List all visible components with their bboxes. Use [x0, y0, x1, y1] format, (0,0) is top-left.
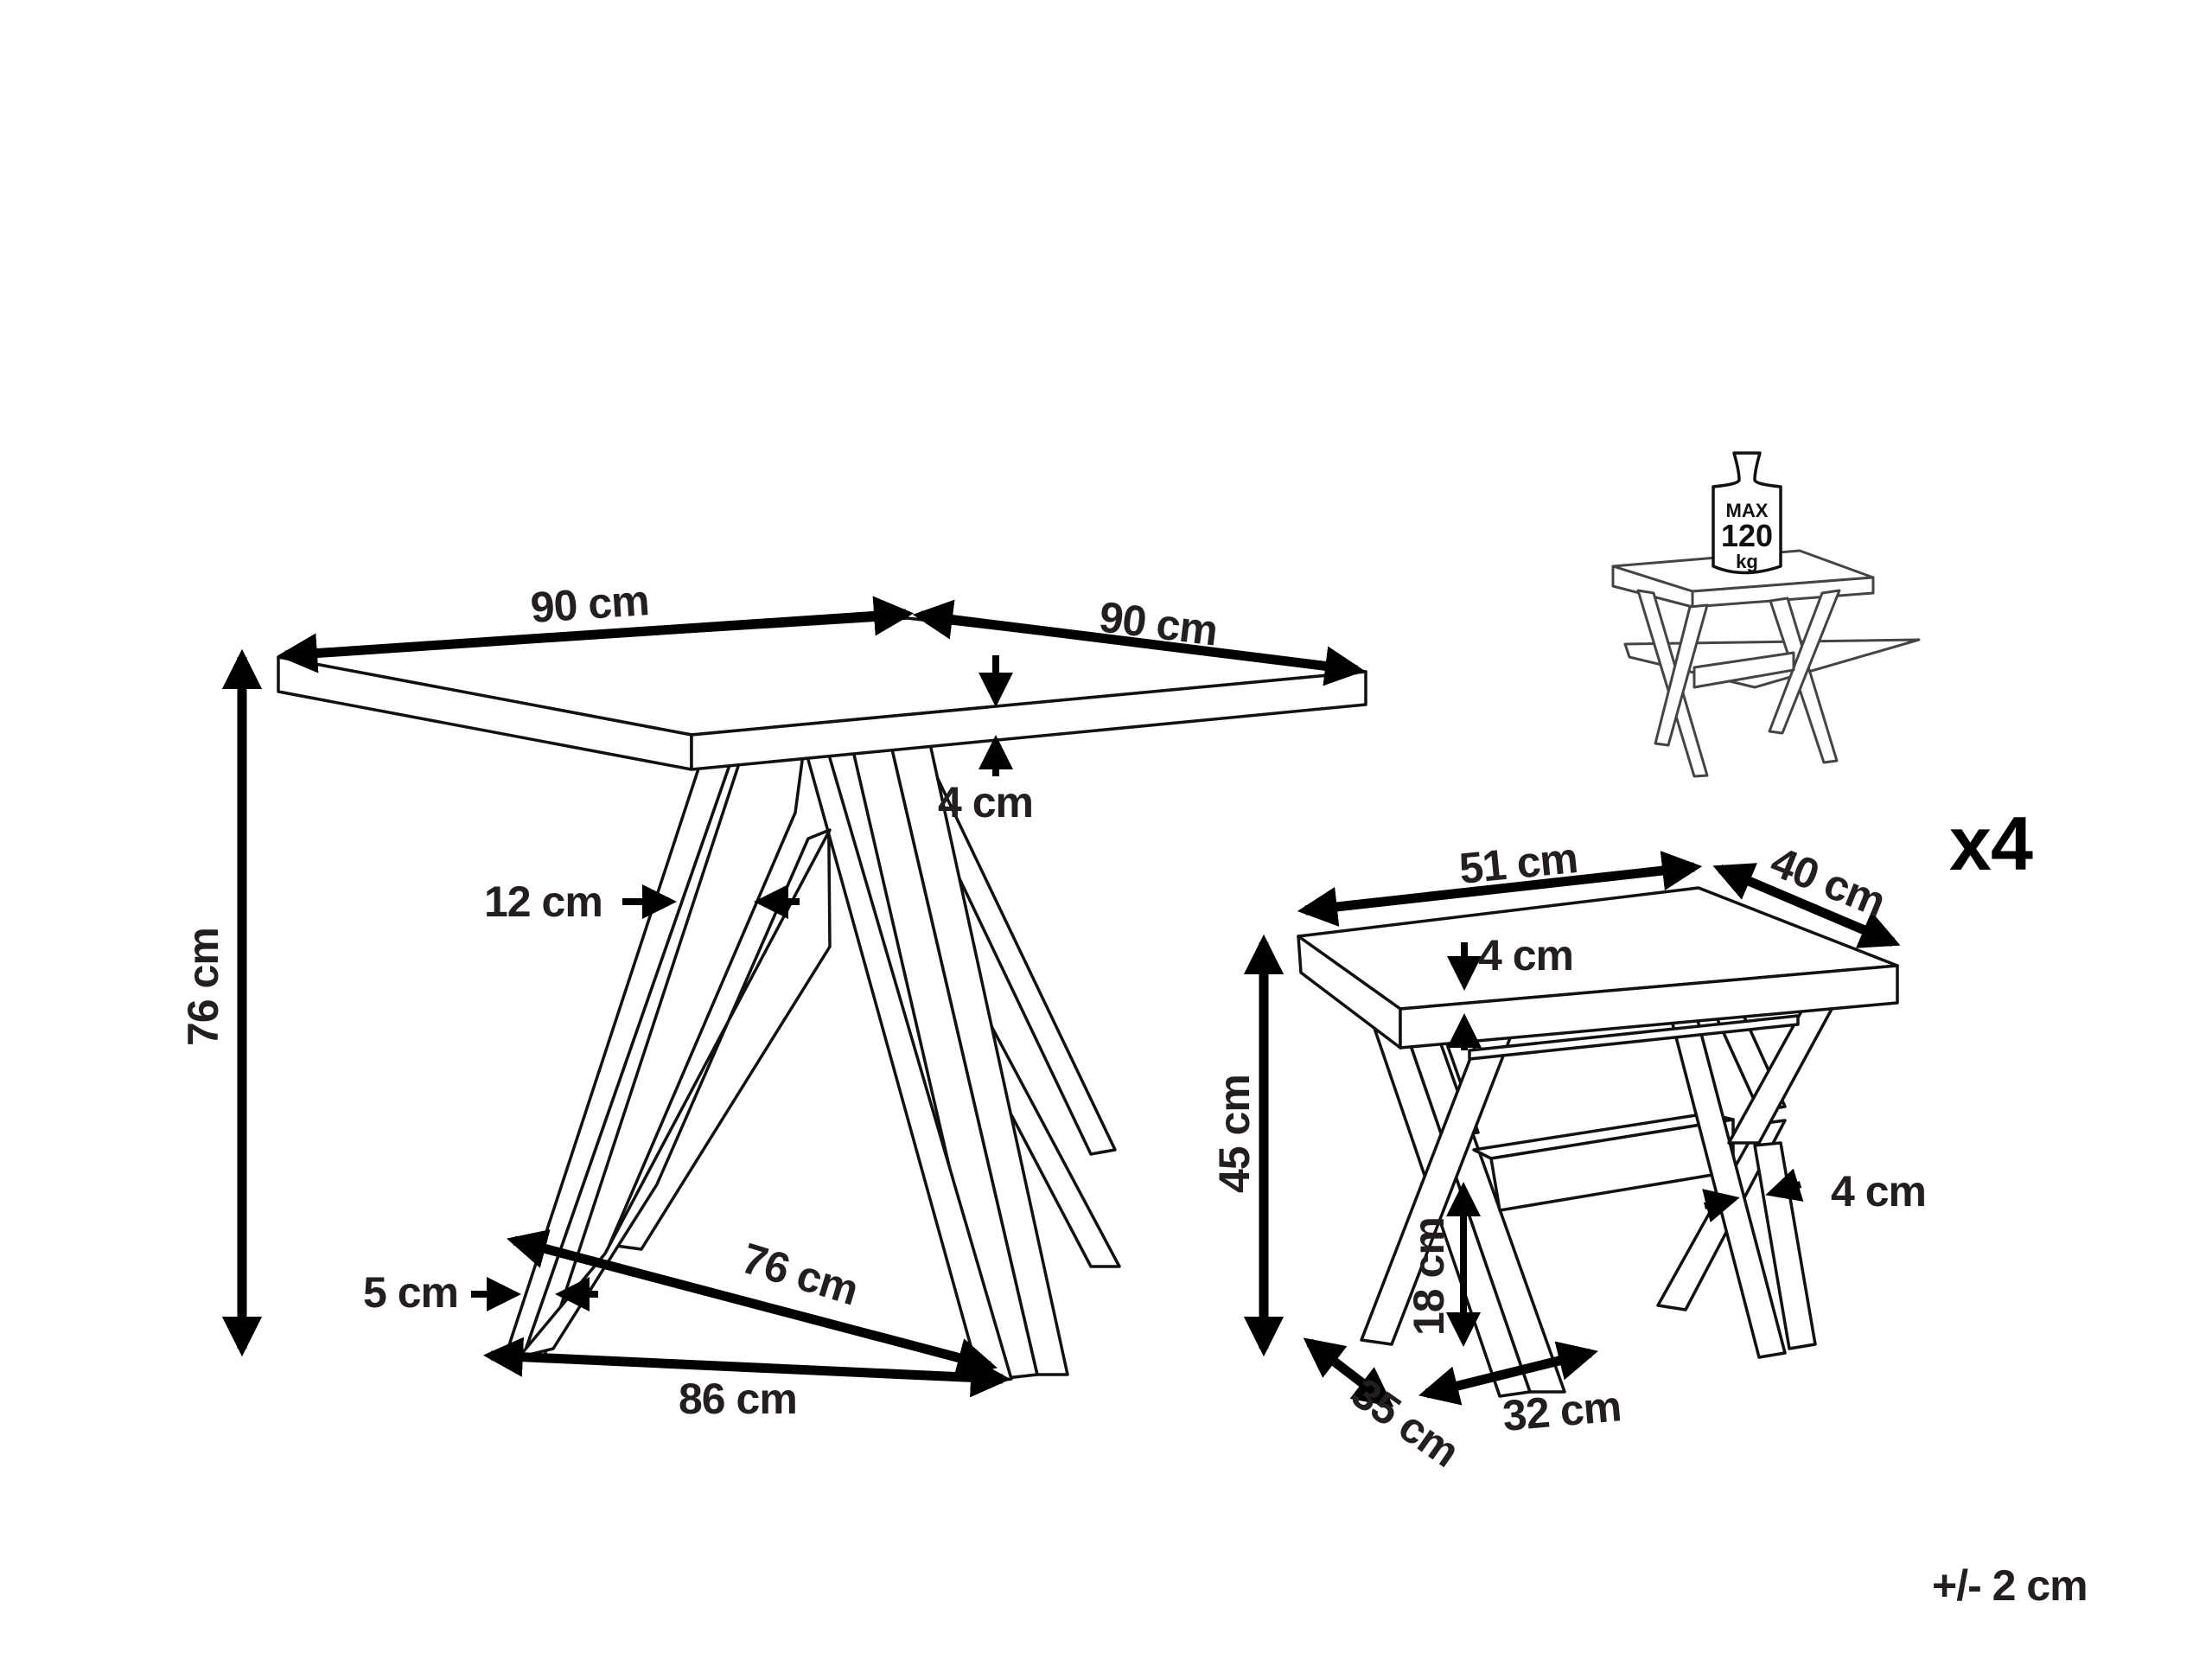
table-dimensions [221, 596, 1366, 1398]
label-stool-stretcher-height: 18 cm [1405, 1217, 1453, 1336]
weight-label-max: MAX [1726, 500, 1769, 521]
label-stool-leg-thickness: 4 cm [1831, 1167, 1926, 1216]
stool-drawing [1297, 886, 1899, 1398]
table-labels: 90 cm 90 cm 76 cm 4 cm 12 cm 5 cm 76 cm … [179, 576, 1220, 1423]
label-table-leg-width: 12 cm [484, 877, 602, 926]
table-top-front-edge-right [690, 670, 1367, 771]
tolerance-note: +/- 2 cm [1932, 1561, 2088, 1610]
stool-apron [1468, 1014, 1800, 1061]
label-stool-width: 51 cm [1457, 833, 1580, 893]
mini-stool-icon [1611, 549, 1921, 778]
stool-dimensions [1243, 851, 1901, 1407]
stool-top-front-right [1399, 964, 1899, 1050]
label-table-base-front: 86 cm [679, 1375, 797, 1423]
label-table-leg-thickness: 5 cm [363, 1268, 458, 1317]
label-table-height: 76 cm [179, 928, 227, 1046]
label-stool-base-width: 32 cm [1501, 1381, 1622, 1440]
weight-label-unit: kg [1736, 551, 1758, 572]
weight-label-value: 120 [1721, 518, 1773, 553]
label-table-top-thickness: 4 cm [938, 778, 1033, 826]
max-load-icon: MAX 120 kg [1611, 451, 1921, 778]
weight-icon [1712, 451, 1782, 575]
label-quantity: x4 [1949, 801, 2033, 886]
label-stool-height: 45 cm [1210, 1075, 1259, 1193]
label-table-width: 90 cm [529, 576, 650, 632]
label-stool-top-thickness: 4 cm [1478, 931, 1573, 979]
